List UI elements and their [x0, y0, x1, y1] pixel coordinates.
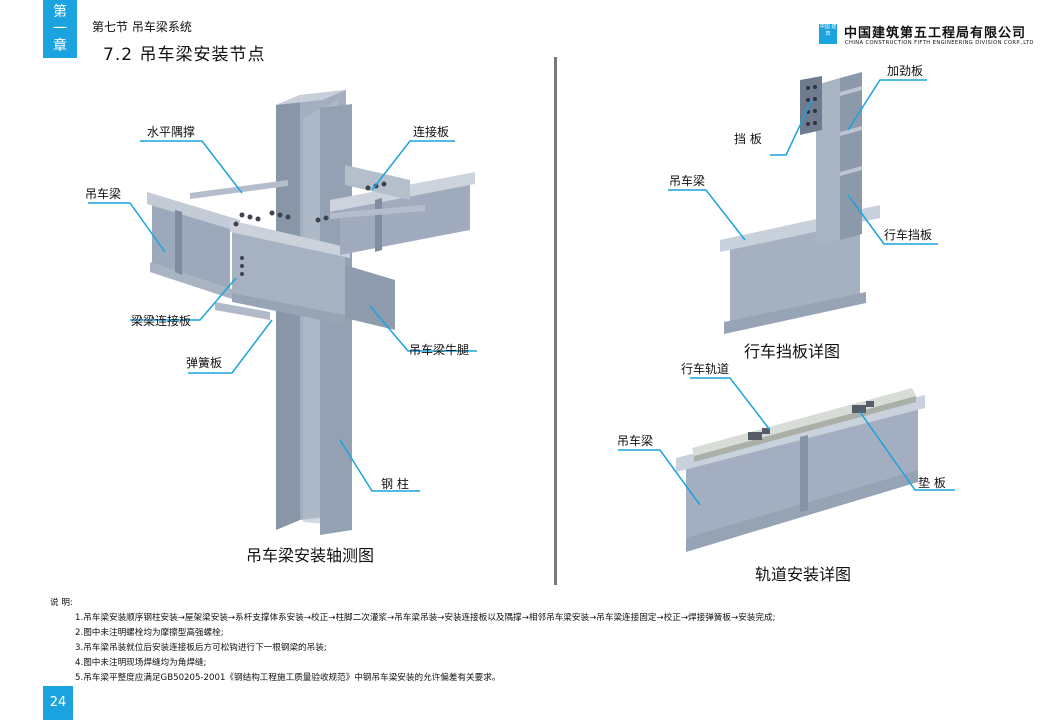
main-axonometric-figure	[88, 90, 477, 535]
page-title: 7.2 吊车梁安装节点	[103, 45, 266, 65]
label-crane-rail: 行车轨道	[681, 362, 730, 376]
note-item-5: 5.吊车梁平整度应满足GB50205-2001《钢结构工程施工质量验收规范》中钢…	[75, 673, 501, 683]
notes: 说 明: 1.吊车梁安装顺序钢柱安装→屋架梁安装→系杆支撑体系安装→校正→柱脚二…	[50, 596, 775, 686]
crane-beam-corbel	[345, 265, 395, 330]
rail-figure	[618, 377, 955, 552]
label-rail-crane-beam: 吊车梁	[617, 434, 654, 448]
label-pad-plate: 垫 板	[918, 476, 946, 490]
leader-rail-crane-beam	[618, 449, 701, 506]
label-stop-plate: 挡 板	[734, 132, 762, 146]
leader-stop-plate	[770, 99, 813, 156]
note-item-1: 1.吊车梁安装顺序钢柱安装→屋架梁安装→系杆支撑体系安装→校正→柱脚二次灌浆→吊…	[75, 613, 776, 623]
caption-stop-figure: 行车挡板详图	[744, 342, 841, 361]
caption-rail-figure: 轨道安装详图	[755, 565, 852, 584]
page-number: 24	[43, 686, 73, 720]
chapter-tab-char-1: 第	[53, 4, 67, 20]
notes-heading: 说 明:	[50, 598, 73, 608]
label-steel-column: 钢 柱	[381, 477, 409, 491]
leader-beam-connect-plate	[130, 277, 237, 321]
note-item-4: 4.图中未注明现场焊缝均为角焊缝;	[75, 658, 207, 668]
vertical-divider	[554, 57, 557, 585]
leader-pad-plate	[859, 411, 955, 491]
leader-horizontal-brace	[140, 140, 243, 194]
leader-stiffener	[847, 79, 927, 131]
leader-crane-rail	[690, 377, 771, 431]
label-corbel: 吊车梁牛腿	[409, 343, 470, 357]
leader-crane-beam	[88, 202, 166, 253]
leader-crane-stop	[847, 194, 938, 245]
label-stiffener: 加劲板	[887, 64, 924, 78]
company-name-en: CHINA CONSTRUCTION FIFTH ENGINEERING DIV…	[845, 40, 1034, 46]
chapter-tab: 第 一 章	[43, 0, 77, 58]
leader-connect-plate	[371, 140, 455, 191]
note-item-3: 3.吊车梁吊装就位后安装连接板后方可松钩进行下一根钢梁的吊装;	[75, 643, 327, 653]
label-stop-crane-beam: 吊车梁	[669, 174, 706, 188]
crane-stop-figure	[668, 72, 938, 334]
label-spring-plate: 弹簧板	[186, 356, 223, 370]
leader-stop-crane-beam	[668, 189, 746, 241]
company-logo: 中国 建筑	[819, 24, 837, 44]
caption-main-figure: 吊车梁安装轴测图	[246, 546, 375, 565]
crane-stop-plate	[800, 76, 822, 135]
label-beam-connect-plate: 梁梁连接板	[131, 314, 192, 328]
label-horizontal-brace: 水平隅撑	[147, 125, 196, 139]
chapter-tab-char-2: 一	[53, 21, 67, 37]
label-crane-stop: 行车挡板	[884, 228, 933, 242]
leader-corbel	[369, 305, 477, 352]
section-label: 第七节 吊车梁系统	[92, 20, 192, 34]
leader-spring-plate	[188, 319, 273, 374]
label-crane-beam: 吊车梁	[85, 187, 122, 201]
note-item-2: 2.图中未注明螺栓均为摩擦型高强螺栓;	[75, 628, 224, 638]
leader-steel-column	[339, 439, 420, 492]
chapter-tab-char-3: 章	[53, 38, 67, 54]
label-connect-plate: 连接板	[413, 125, 450, 139]
company-name-cn: 中国建筑第五工程局有限公司	[844, 26, 1027, 41]
